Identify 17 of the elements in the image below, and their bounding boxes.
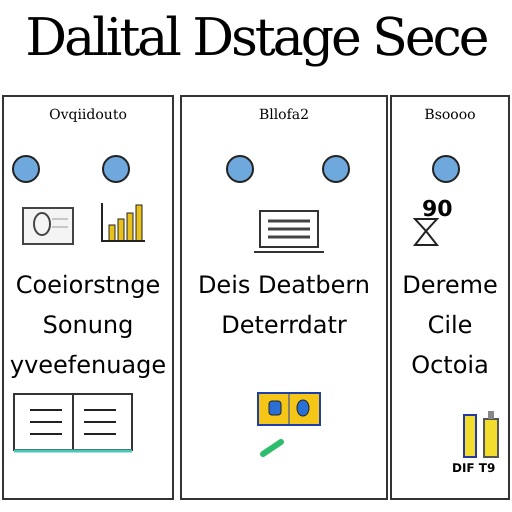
panel xyxy=(180,95,388,500)
panel-heading: Bsoooo xyxy=(423,107,477,123)
small-label: DIF T9 xyxy=(452,461,496,475)
circle-marker xyxy=(102,155,130,183)
title: Dalital Dstage Sece xyxy=(24,8,488,68)
panel-text: Coeiorstnge Sonung yveefenuage xyxy=(8,270,168,381)
panel-text: Dereme Cile Octoia xyxy=(401,270,499,381)
panel-text: Deis Deatbern Deterrdatr xyxy=(196,270,372,341)
panel xyxy=(2,95,174,500)
panel-heading: Bllofa2 xyxy=(258,107,310,123)
circle-marker xyxy=(432,155,460,183)
circle-marker xyxy=(322,155,350,183)
circle-marker xyxy=(12,155,40,183)
small-label: 90 xyxy=(422,197,453,222)
panel-heading: Ovqiidouto xyxy=(48,107,128,123)
panel xyxy=(390,95,510,500)
circle-marker xyxy=(226,155,254,183)
